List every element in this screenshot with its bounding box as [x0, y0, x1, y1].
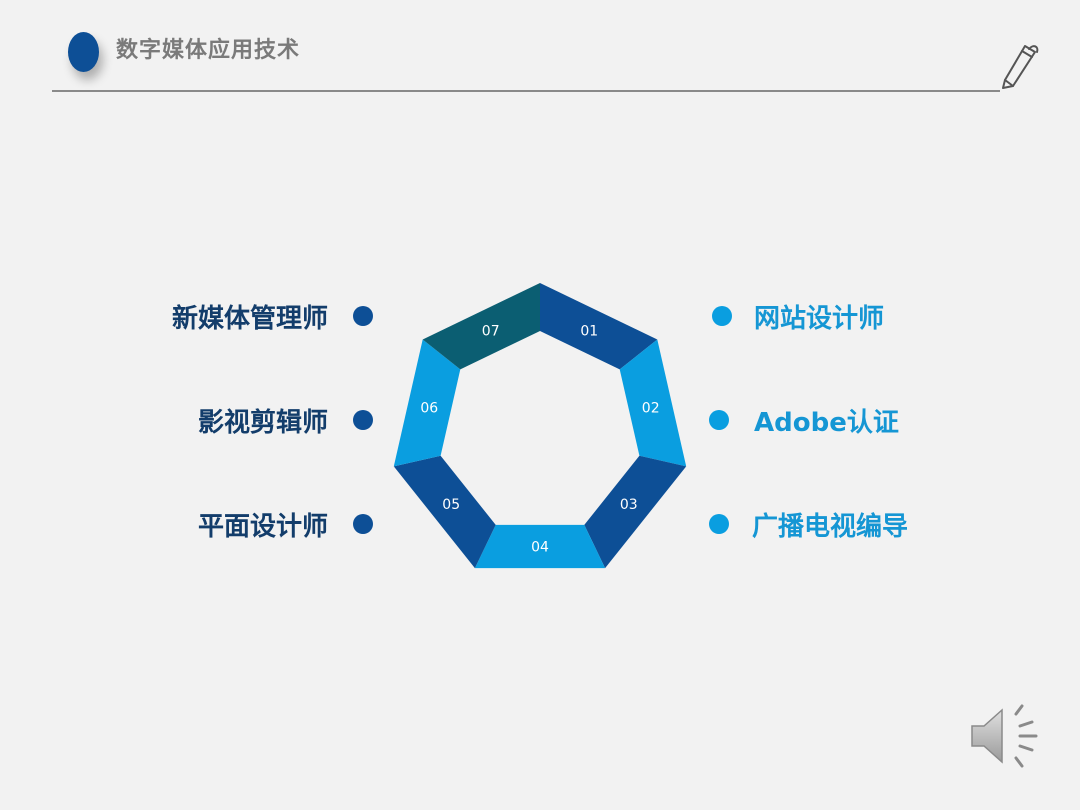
segment-number-01: 01: [580, 324, 598, 340]
left-dot-1: [353, 306, 373, 326]
speaker-icon[interactable]: [966, 700, 1046, 772]
right-label-1: 网站设计师: [754, 304, 885, 334]
heptagon-segment-03: [584, 455, 687, 569]
heptagon-segment-01: [540, 283, 658, 370]
heptagon-segments: 01 02 03 04 05 06 07: [393, 283, 687, 569]
heptagon-segment-02: [619, 339, 687, 467]
segment-number-03: 03: [620, 497, 638, 513]
right-dot-3: [709, 514, 729, 534]
segment-number-05: 05: [442, 497, 460, 513]
left-dot-2: [353, 410, 373, 430]
heptagon-segment-05: [393, 455, 496, 569]
left-label-1: 新媒体管理师: [171, 304, 328, 334]
segment-number-07: 07: [482, 324, 500, 340]
right-label-2: Adobe认证: [754, 408, 899, 438]
header-divider: [52, 90, 1000, 92]
page-title: 数字媒体应用技术: [116, 38, 301, 63]
heptagon-segment-06: [393, 339, 461, 467]
heptagon-segment-04: [474, 524, 606, 569]
right-label-3: 广播电视编导: [752, 512, 909, 542]
left-dot-3: [353, 514, 373, 534]
left-label-2: 影视剪辑师: [197, 408, 328, 438]
pen-icon: [1002, 45, 1039, 89]
segment-number-02: 02: [642, 401, 660, 417]
right-dot-2: [709, 410, 729, 430]
heptagon-segment-07: [422, 283, 540, 370]
right-dot-1: [712, 306, 732, 326]
segment-number-04: 04: [531, 540, 549, 556]
left-label-3: 平面设计师: [197, 512, 328, 542]
header-dot: [68, 32, 99, 72]
segment-number-06: 06: [420, 401, 438, 417]
